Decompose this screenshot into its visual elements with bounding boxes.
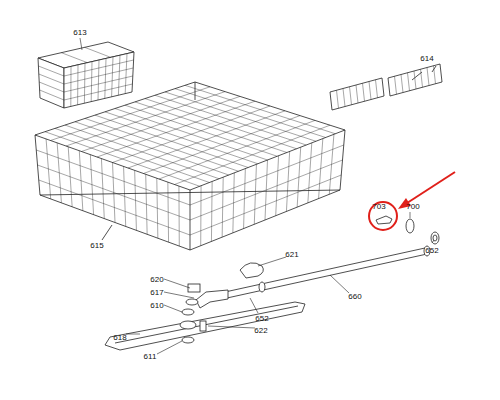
callout-number: 614 <box>420 54 433 63</box>
upper-rack <box>35 82 345 250</box>
clamp <box>240 263 263 278</box>
rack-strips <box>330 64 442 110</box>
cutlery-basket <box>38 42 134 108</box>
callout-number: 620 <box>150 275 163 284</box>
spray-arm <box>105 302 305 350</box>
red-highlight <box>369 172 455 230</box>
callout-number: 613 <box>73 28 86 37</box>
callout-number: 700 <box>406 202 419 211</box>
callout-number: 618 <box>113 333 126 342</box>
callout-number: 660 <box>348 292 361 301</box>
callout-number: 615 <box>90 241 103 250</box>
leader-line <box>102 225 112 240</box>
callout-number: 652 <box>425 246 438 255</box>
callout-number: 703 <box>372 202 385 211</box>
callout-number: 617 <box>150 288 163 297</box>
feed-tube <box>225 246 430 298</box>
elbow-fitting <box>186 284 228 308</box>
leader-lines <box>80 38 434 354</box>
callout-number: 611 <box>144 352 157 361</box>
callout-number: 622 <box>254 326 267 335</box>
callout-number: 621 <box>285 250 298 259</box>
callout-number: 652 <box>255 314 268 323</box>
callout-number: 610 <box>150 301 163 310</box>
